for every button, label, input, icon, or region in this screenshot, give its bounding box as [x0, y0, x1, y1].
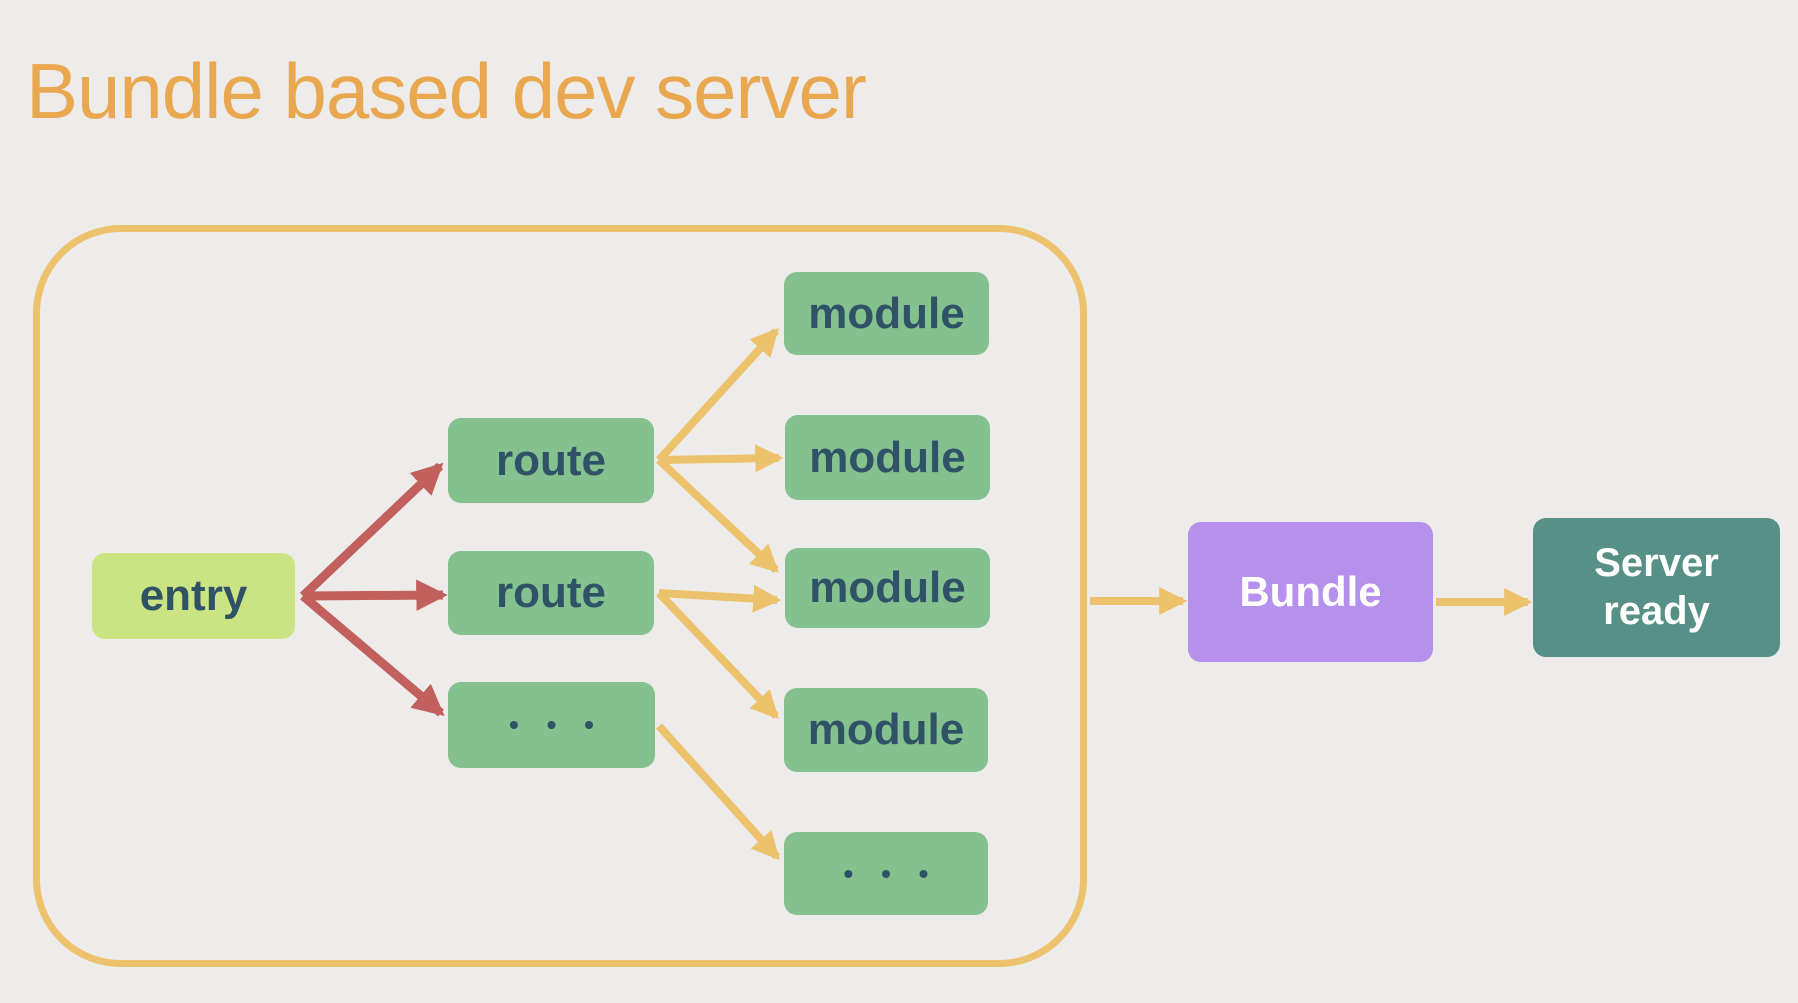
arrow-entry-to-route-3 — [300, 592, 445, 717]
server-ready-line-1: Server — [1594, 541, 1719, 586]
node-route-2: route — [448, 551, 654, 635]
arrow-route-3-to-module-5 — [656, 723, 780, 861]
arrow-route-1-to-module-3 — [656, 457, 780, 573]
node-entry: entry — [92, 553, 295, 639]
node-module-5-ellipsis: • • • — [784, 832, 988, 915]
node-module-2: module — [785, 415, 990, 500]
arrow-route-2-to-module-4 — [656, 590, 779, 720]
node-bundle: Bundle — [1188, 522, 1433, 662]
arrow-route-1-to-module-1 — [656, 327, 779, 463]
server-ready-line-2: ready — [1603, 588, 1710, 633]
node-route-1: route — [448, 418, 654, 503]
node-module-4: module — [784, 688, 988, 772]
node-server-ready: Server ready — [1533, 518, 1780, 657]
node-module-3: module — [785, 548, 990, 628]
dev-server-frame — [33, 225, 1087, 967]
arrow-route-1-to-module-2 — [658, 444, 784, 473]
arrow-entry-to-route-2 — [302, 579, 448, 611]
node-module-1: module — [784, 272, 989, 355]
page-title: Bundle based dev server — [26, 47, 867, 135]
arrow-route-2-to-module-3 — [658, 584, 782, 613]
node-route-3-ellipsis: • • • — [448, 682, 655, 768]
arrow-entry-to-route-1 — [299, 462, 444, 600]
